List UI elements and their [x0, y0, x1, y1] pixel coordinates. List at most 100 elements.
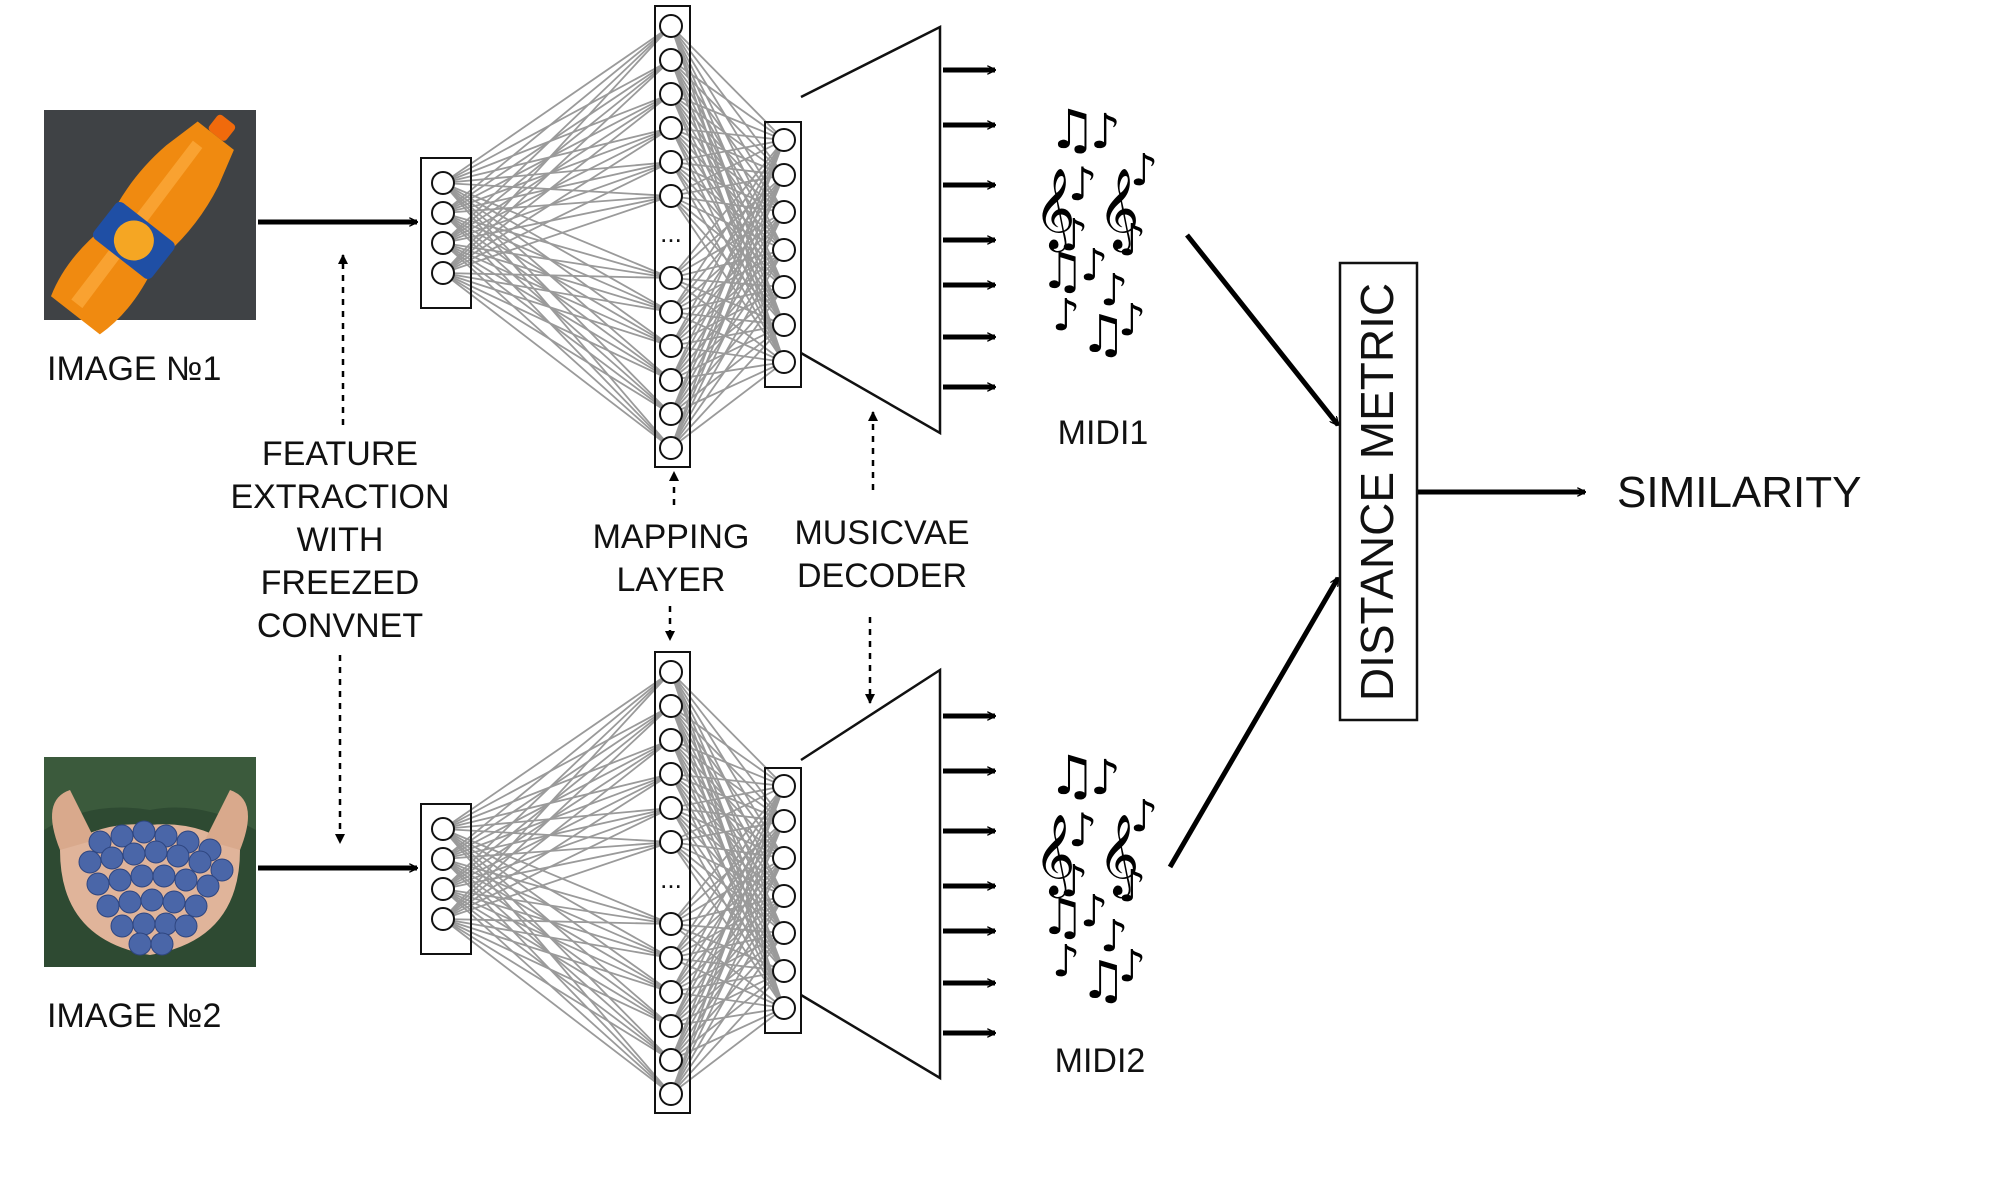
neuron [660, 369, 682, 391]
neuron [660, 185, 682, 207]
svg-text:♪: ♪ [1130, 791, 1158, 842]
blueberry [185, 895, 207, 917]
neuron [773, 201, 795, 223]
blueberry [197, 875, 219, 897]
neuron [660, 437, 682, 459]
neuron [660, 913, 682, 935]
feature-extraction-line-1: FEATURE [262, 435, 418, 473]
musicvae-decoder-label: MUSICVAE DECODER [794, 514, 969, 595]
blueberry [123, 843, 145, 865]
connection-line [443, 94, 671, 213]
midi-1-label: MIDI1 [1058, 414, 1149, 452]
svg-text:♪: ♪ [1118, 941, 1146, 992]
svg-text:♪: ♪ [1068, 157, 1097, 211]
neuron [773, 276, 795, 298]
svg-text:♪: ♪ [1052, 290, 1080, 341]
neuron [773, 810, 795, 832]
feature-extraction-line-3: WITH [297, 521, 384, 559]
neuron [660, 15, 682, 37]
image-2-label: IMAGE №2 [47, 997, 221, 1035]
blueberry [111, 915, 133, 937]
neuron [660, 335, 682, 357]
blueberry [163, 891, 185, 913]
neuron [773, 239, 795, 261]
midi-1-to-metric-arrow [1187, 235, 1338, 425]
connection-line [443, 273, 671, 346]
neuron [773, 960, 795, 982]
feature-extraction-line-5: CONVNET [257, 607, 423, 645]
connection-line [443, 60, 671, 243]
network-top [421, 6, 801, 467]
blueberry [131, 865, 153, 887]
neuron [432, 232, 454, 254]
mapping-layer-line-2: LAYER [617, 561, 726, 599]
mapping-layer-line-1: MAPPING [593, 518, 750, 556]
connection-line [443, 183, 671, 380]
neuron [660, 49, 682, 71]
neuron [432, 262, 454, 284]
music-notes-icon: ♫ ♪ 𝄞 ♪ 𝄞 ♪ ♪ ♪ ♫ ♪ ♪ ♪ ♫ ♪ [1034, 744, 1158, 1011]
connection-line [443, 60, 671, 273]
decoder-output-arrows-top [943, 70, 995, 387]
blueberry [87, 873, 109, 895]
svg-text:♪: ♪ [1090, 104, 1121, 160]
connection-line [443, 859, 671, 1060]
musicvae-decoder-line-1: MUSICVAE [794, 514, 969, 552]
image-2 [44, 757, 256, 967]
connection-line [671, 212, 784, 448]
neuron [660, 981, 682, 1003]
blueberry [175, 869, 197, 891]
distance-metric-label: DISTANCE METRIC [1351, 283, 1403, 701]
blueberry [153, 865, 175, 887]
neuron [660, 763, 682, 785]
connection-line [443, 26, 671, 183]
svg-text:♪: ♪ [1068, 803, 1097, 857]
connection-line [443, 213, 671, 414]
image-1 [44, 97, 258, 339]
connection-line [443, 829, 671, 1026]
feature-extraction-line-4: FREEZED [261, 564, 420, 602]
blueberry [189, 851, 211, 873]
connection-line [443, 740, 671, 859]
svg-text:♪: ♪ [1130, 145, 1158, 196]
neuron [773, 997, 795, 1019]
neuron [773, 164, 795, 186]
neuron [660, 403, 682, 425]
mapping-layer-label: MAPPING LAYER [593, 518, 750, 599]
network-bottom [421, 652, 801, 1113]
blueberry [145, 841, 167, 863]
neuron [432, 848, 454, 870]
neuron [432, 878, 454, 900]
neuron [660, 83, 682, 105]
svg-text:♪: ♪ [1090, 750, 1121, 806]
mapping-layer-ellipsis-bottom: ... [660, 864, 682, 894]
neuron [660, 267, 682, 289]
connections-bottom [443, 672, 784, 1094]
connections-top [443, 26, 784, 448]
neuron [660, 729, 682, 751]
neuron [660, 301, 682, 323]
blueberry [129, 933, 151, 955]
svg-text:♪: ♪ [1118, 215, 1146, 266]
blueberry [119, 891, 141, 913]
neuron [432, 818, 454, 840]
mapping-layer-ellipsis-top: ... [660, 218, 682, 248]
neuron [432, 202, 454, 224]
decoder-output-arrows-bottom [943, 716, 995, 1033]
connection-line [443, 740, 671, 889]
neuron [773, 885, 795, 907]
connection-line [443, 94, 671, 243]
image-1-label: IMAGE №1 [47, 350, 221, 388]
neuron [773, 351, 795, 373]
connection-line [671, 858, 784, 1094]
neuron [773, 775, 795, 797]
blueberry [101, 847, 123, 869]
svg-text:♪: ♪ [1118, 861, 1146, 912]
musicvae-decoder-line-2: DECODER [797, 557, 967, 595]
blueberry [109, 869, 131, 891]
neuron [773, 129, 795, 151]
music-notes-icon: ♫ ♪ 𝄞 ♪ 𝄞 ♪ ♪ ♪ ♫ ♪ ♪ ♪ ♫ ♪ [1034, 98, 1158, 365]
neuron [660, 947, 682, 969]
feature-extraction-line-2: EXTRACTION [230, 478, 449, 516]
connection-line [443, 706, 671, 889]
